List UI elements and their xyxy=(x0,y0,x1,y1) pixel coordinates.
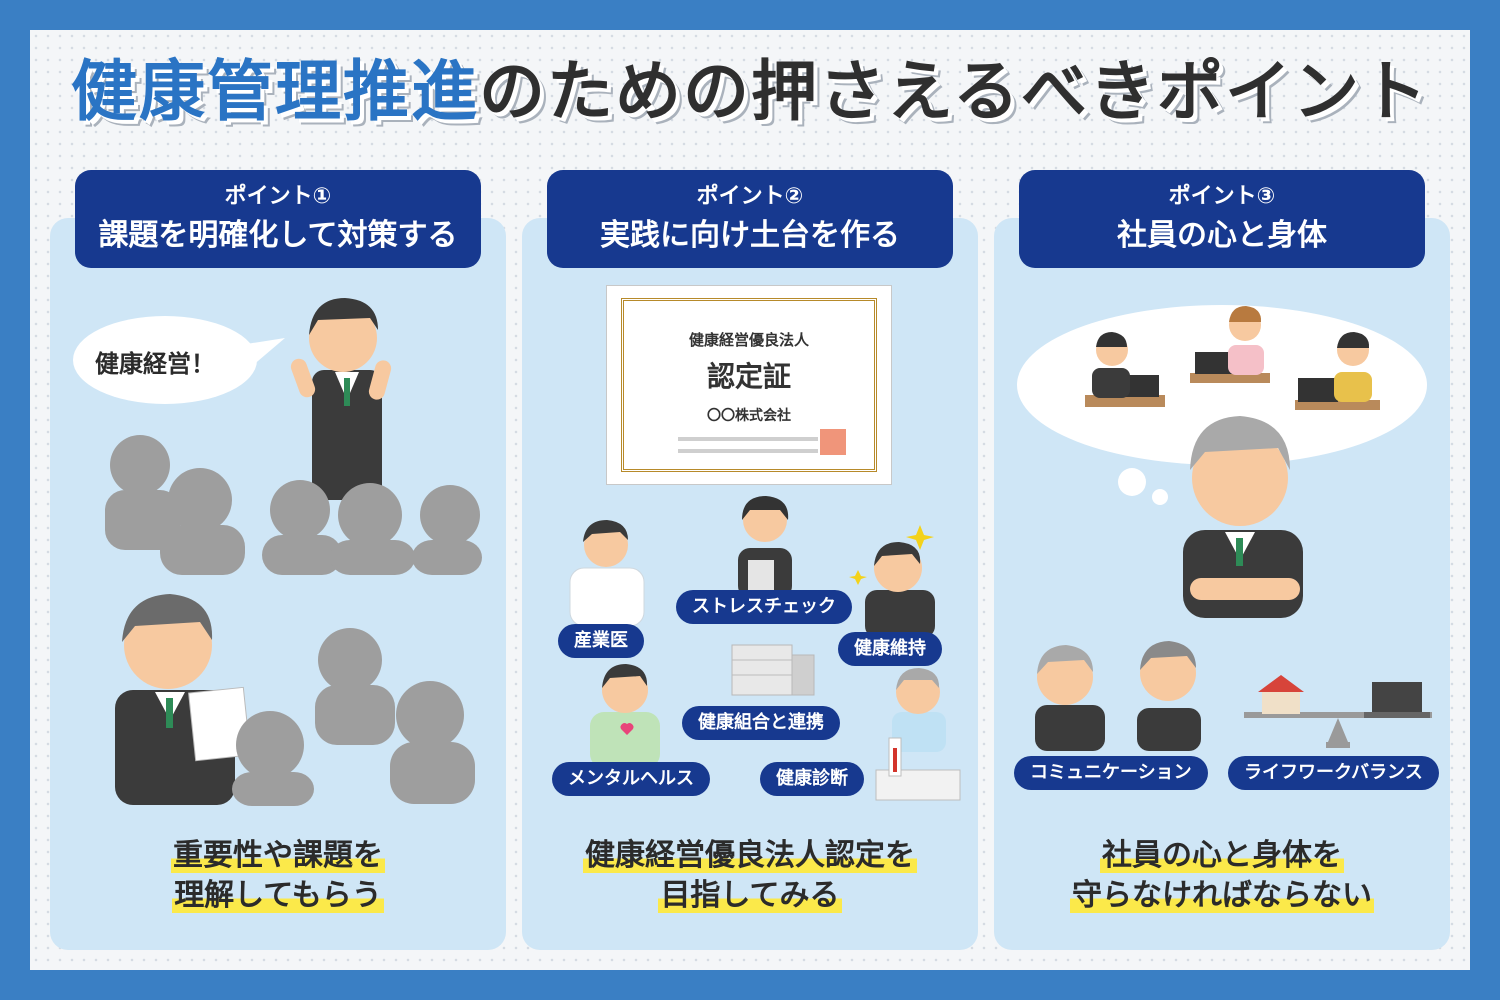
title-highlight: 健康管理推進 xyxy=(70,53,479,130)
label-health-checkup: 健康診断 xyxy=(760,762,864,796)
audience-bottom-icon xyxy=(232,628,475,806)
title-rest: のための押さえるべきポイント xyxy=(478,53,1430,130)
certificate-line xyxy=(678,437,818,441)
point-3-caption-line2: 守らなければならない xyxy=(1070,878,1374,913)
point-3-caption-line1: 社員の心と身体を xyxy=(1100,838,1344,873)
speech-bubble xyxy=(73,316,285,404)
certificate-org: 健康経営優良法人 xyxy=(688,331,809,349)
thinking-elder-icon xyxy=(1183,416,1303,618)
office-workers-icon xyxy=(1085,306,1380,410)
point-3-header: ポイント③ 社員の心と身体 xyxy=(1019,170,1425,268)
label-doctor: 産業医 xyxy=(558,624,644,658)
label-life-work-balance: ライフワークバランス xyxy=(1228,756,1439,790)
label-communication: コミュニケーション xyxy=(1014,756,1208,790)
point-2-caption-line2: 目指してみる xyxy=(658,878,842,913)
checkup-icon xyxy=(875,668,961,801)
label-stress-check: ストレスチェック xyxy=(676,590,852,624)
happy-man-icon xyxy=(849,525,935,638)
label-mental-health: メンタルヘルス xyxy=(552,762,710,796)
audience-top-icon xyxy=(105,435,482,575)
point-1-number: ポイント① xyxy=(224,184,332,209)
point-1-caption: 重要性や課題を 理解してもらう xyxy=(50,836,506,916)
elder-men-icon xyxy=(1035,641,1201,751)
point-1-caption-line1: 重要性や課題を xyxy=(171,838,385,873)
mental-health-man-icon xyxy=(590,664,660,768)
doctor-icon xyxy=(569,520,645,627)
point-1-heading: 課題を明確化して対策する xyxy=(98,218,458,253)
point-1-header: ポイント① 課題を明確化して対策する xyxy=(75,170,481,268)
certificate: 健康経営優良法人 認定証 〇〇株式会社 xyxy=(606,285,892,485)
label-health-union: 健康組合と連携 xyxy=(682,706,840,740)
life-work-balance-icon xyxy=(1244,675,1432,748)
speech-text: 健康経営！ xyxy=(95,350,215,378)
presenter-man-icon xyxy=(290,298,392,500)
point-2-header: ポイント② 実践に向け土台を作る xyxy=(547,170,953,268)
certificate-border: 健康経営優良法人 認定証 〇〇株式会社 xyxy=(621,298,877,472)
certificate-seal xyxy=(820,429,846,455)
stressed-woman-icon xyxy=(738,496,792,598)
page-title: 健康管理推進のための押さえるべきポイント xyxy=(0,52,1500,132)
point-1-caption-line2: 理解してもらう xyxy=(172,878,384,913)
certificate-company: 〇〇株式会社 xyxy=(707,408,791,424)
point-2-number: ポイント② xyxy=(696,184,804,209)
point-2-caption: 健康経営優良法人認定を 目指してみる xyxy=(522,836,978,916)
point-3-caption: 社員の心と身体を 守らなければならない xyxy=(994,836,1450,916)
certificate-line xyxy=(678,449,818,453)
point-2-heading: 実践に向け土台を作る xyxy=(600,218,900,253)
building-icon xyxy=(731,644,815,696)
point-3-number: ポイント③ xyxy=(1168,184,1276,209)
label-health-maintenance: 健康維持 xyxy=(838,632,942,666)
point-2-caption-line1: 健康経営優良法人認定を xyxy=(583,838,917,873)
certificate-title: 認定証 xyxy=(706,360,791,393)
reading-man-icon xyxy=(115,594,251,805)
point-3-heading: 社員の心と身体 xyxy=(1117,218,1327,253)
